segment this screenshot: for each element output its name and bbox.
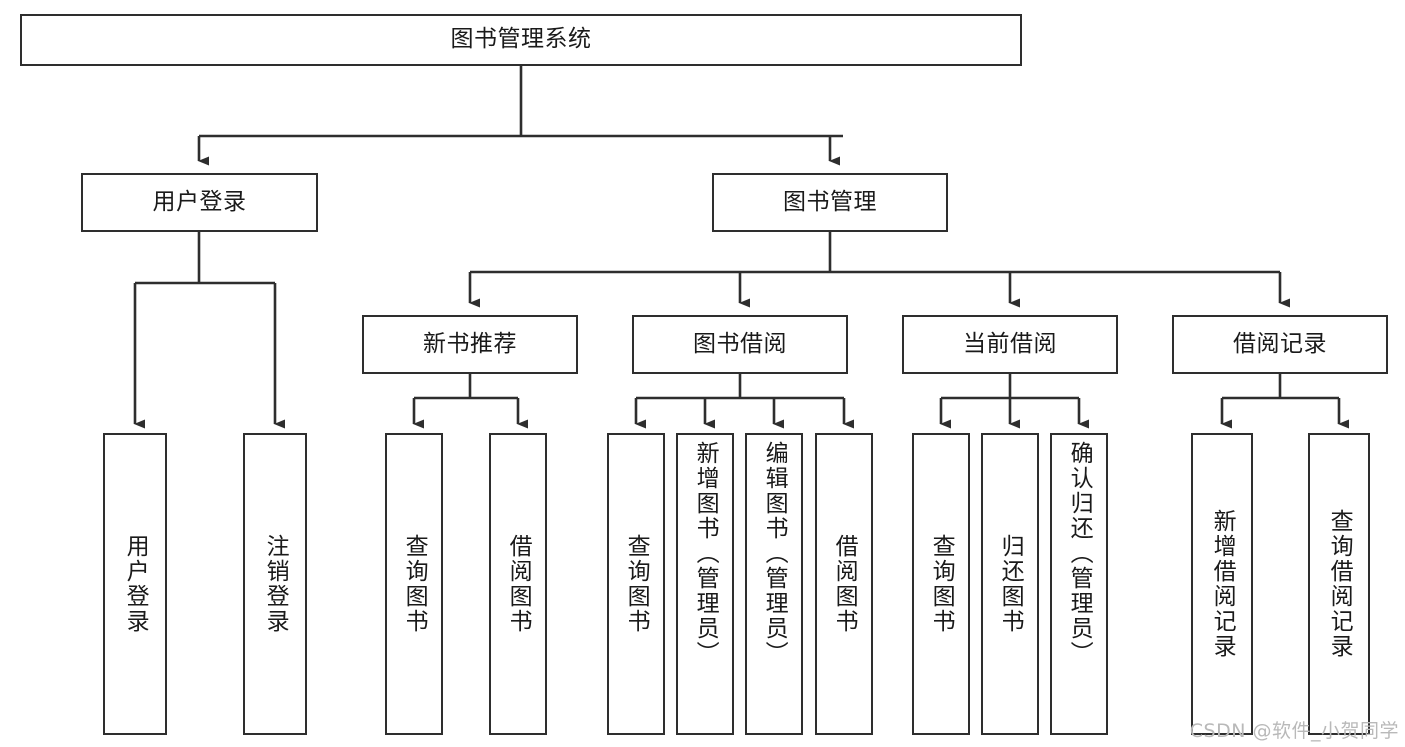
node-current-borrow[interactable]: 当前借阅 — [902, 315, 1118, 374]
node-label: 当前借阅 — [963, 330, 1057, 357]
node-user-login[interactable]: 用户登录 — [81, 173, 318, 232]
node-label: 图书管理系统 — [450, 26, 592, 53]
node-label: 图书管理 — [783, 188, 877, 215]
node-label: 借阅图书 — [505, 534, 532, 634]
node-leaf-return-book[interactable]: 归还图书 — [981, 433, 1039, 735]
node-label: 归还图书 — [997, 534, 1024, 634]
node-leaf-edit-book[interactable]: 编辑图书（管理员） — [745, 433, 803, 735]
node-label: 查询图书 — [401, 534, 428, 634]
node-book-borrow[interactable]: 图书借阅 — [632, 315, 848, 374]
node-leaf-confirm-return[interactable]: 确认归还（管理员） — [1050, 433, 1108, 735]
node-leaf-borrow-book-1[interactable]: 借阅图书 — [489, 433, 547, 735]
node-book-manage[interactable]: 图书管理 — [712, 173, 948, 232]
node-leaf-query-record[interactable]: 查询借阅记录 — [1308, 433, 1370, 735]
node-label: 确认归还（管理员） — [1066, 441, 1093, 666]
node-label: 新增借阅记录 — [1209, 509, 1236, 659]
node-label: 查询图书 — [928, 534, 955, 634]
node-root-book-management-system[interactable]: 图书管理系统 — [20, 14, 1022, 66]
node-label: 编辑图书（管理员） — [761, 441, 788, 666]
node-borrow-record[interactable]: 借阅记录 — [1172, 315, 1388, 374]
node-label: 新书推荐 — [423, 330, 517, 357]
csdn-watermark: CSDN @软件_小贺同学 — [1189, 720, 1399, 742]
node-leaf-query-book-2[interactable]: 查询图书 — [607, 433, 665, 735]
node-label: 借阅记录 — [1233, 330, 1327, 357]
node-leaf-borrow-book-2[interactable]: 借阅图书 — [815, 433, 873, 735]
node-label: 用户登录 — [122, 534, 149, 634]
node-leaf-add-record[interactable]: 新增借阅记录 — [1191, 433, 1253, 735]
node-leaf-query-book-1[interactable]: 查询图书 — [385, 433, 443, 735]
node-leaf-add-book[interactable]: 新增图书（管理员） — [676, 433, 734, 735]
node-label: 查询图书 — [623, 534, 650, 634]
node-label: 借阅图书 — [831, 534, 858, 634]
node-label: 新增图书（管理员） — [692, 441, 719, 666]
node-label: 图书借阅 — [693, 330, 787, 357]
node-leaf-user-login[interactable]: 用户登录 — [103, 433, 167, 735]
node-label: 查询借阅记录 — [1326, 509, 1353, 659]
node-label: 注销登录 — [262, 534, 289, 634]
node-leaf-query-book-3[interactable]: 查询图书 — [912, 433, 970, 735]
node-label: 用户登录 — [152, 188, 247, 215]
node-leaf-user-logout[interactable]: 注销登录 — [243, 433, 307, 735]
node-new-book-recommend[interactable]: 新书推荐 — [362, 315, 578, 374]
